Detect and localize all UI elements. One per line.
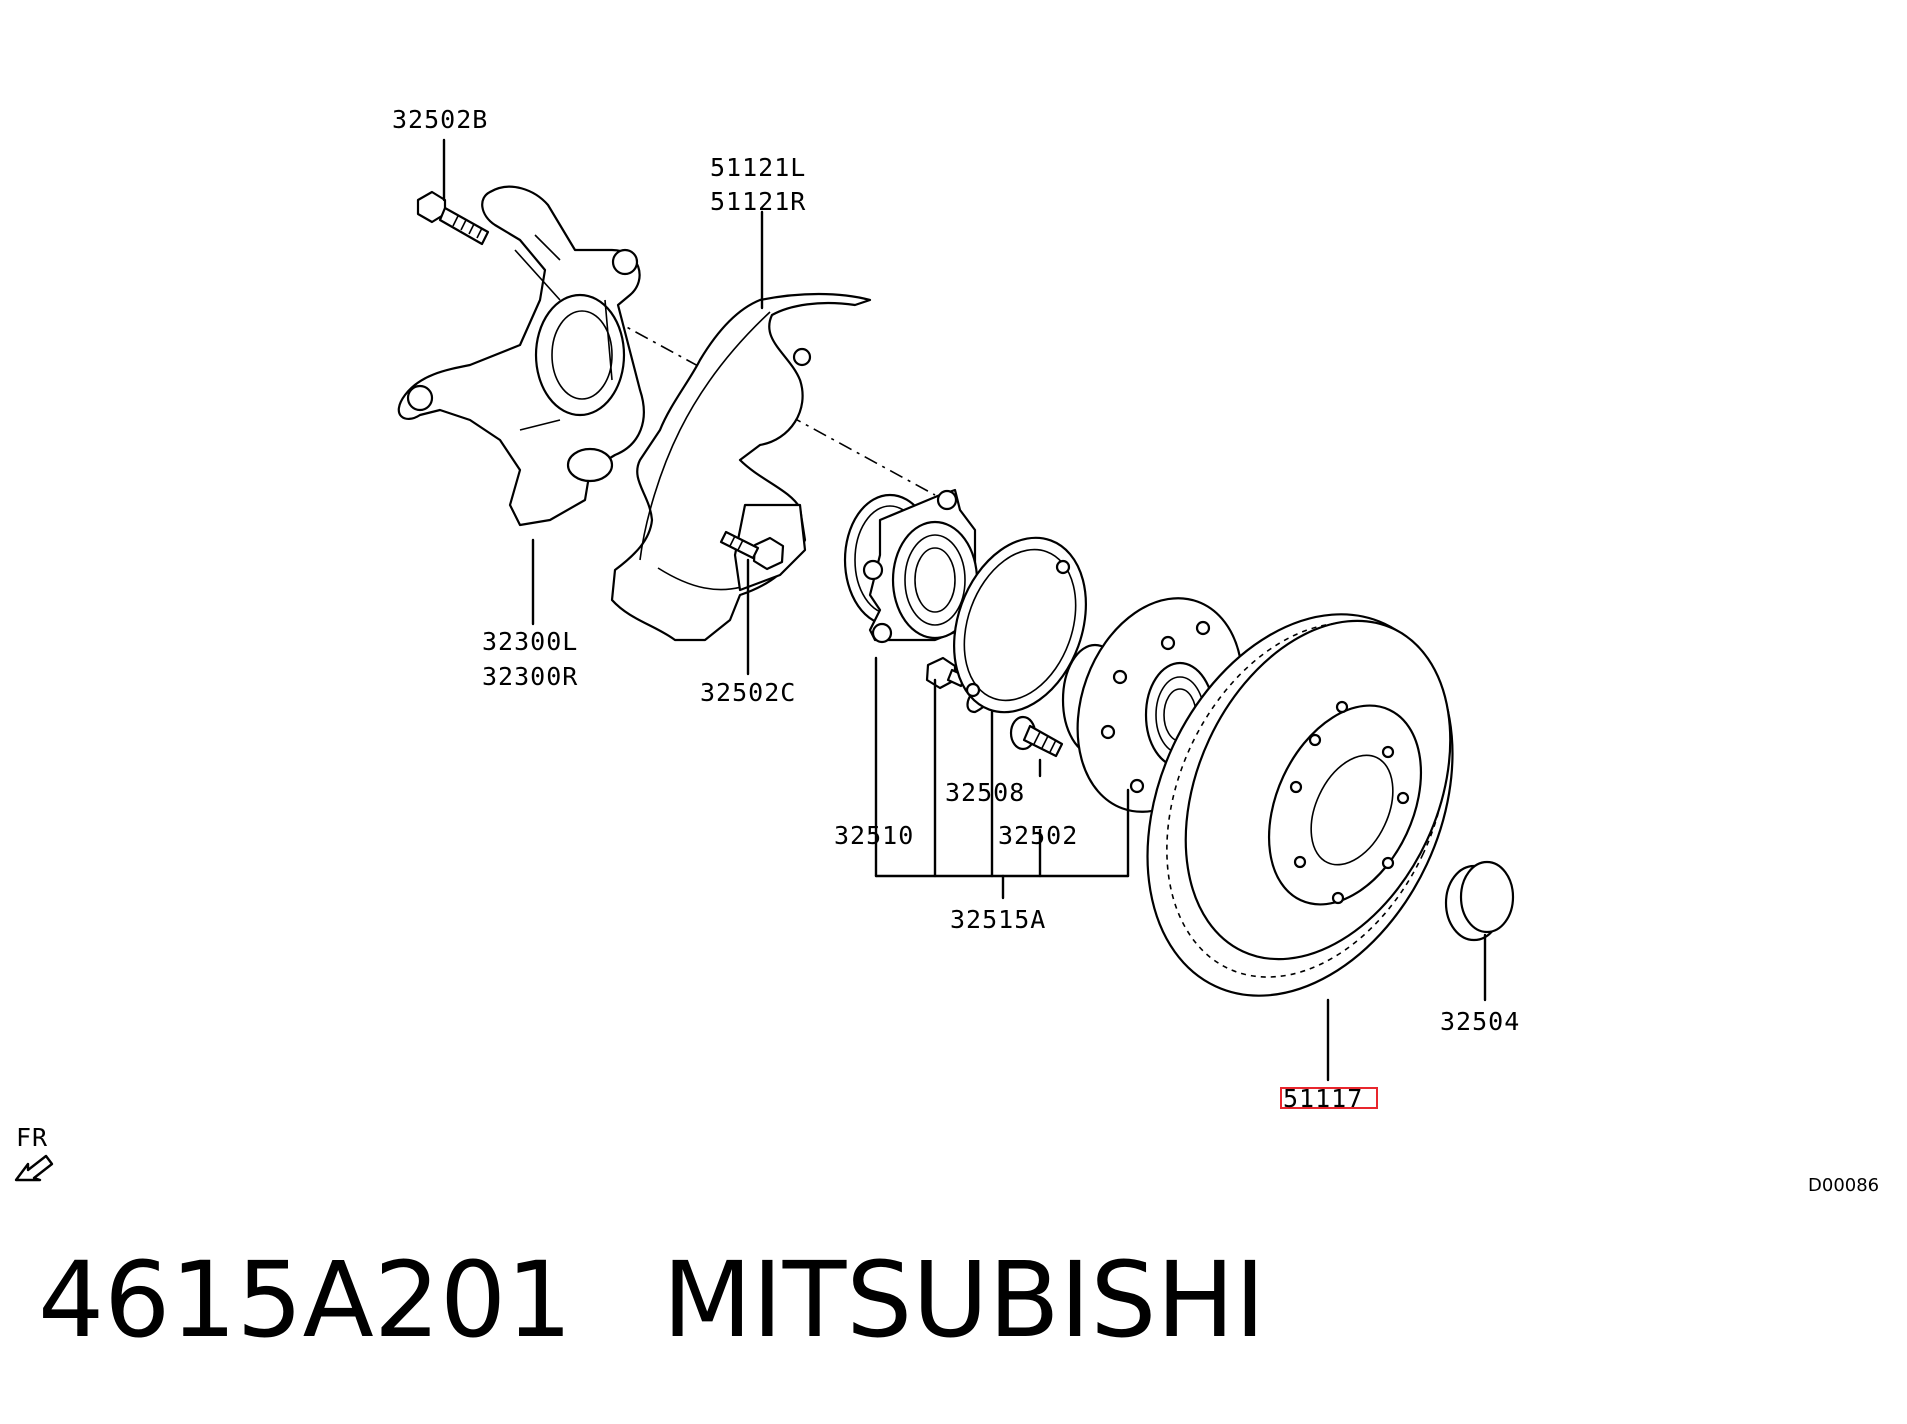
label-32502b: 32502B bbox=[392, 105, 488, 134]
bolt-32502b[interactable] bbox=[416, 190, 490, 246]
brake-disc[interactable] bbox=[1089, 565, 1512, 1046]
label-32508: 32508 bbox=[945, 778, 1025, 807]
stud-bolt[interactable] bbox=[1009, 715, 1064, 758]
diagram-ref-code: D00086 bbox=[1808, 1175, 1879, 1196]
label-32502: 32502 bbox=[998, 821, 1078, 850]
label-32300r: 32300R bbox=[482, 662, 578, 691]
label-32515a: 32515A bbox=[950, 905, 1046, 934]
caption: 4615A201 MITSUBISHI bbox=[38, 1248, 1265, 1358]
hub-bearing[interactable] bbox=[843, 488, 979, 644]
label-51121l: 51121L bbox=[710, 153, 806, 182]
fr-label: FR bbox=[16, 1123, 48, 1152]
hub-cap[interactable] bbox=[1444, 860, 1515, 942]
leader-lines bbox=[442, 138, 1487, 1082]
highlight-box bbox=[1280, 1087, 1378, 1109]
label-51121r: 51121R bbox=[710, 187, 806, 216]
gasket[interactable] bbox=[931, 519, 1109, 731]
label-32502c: 32502C bbox=[700, 678, 796, 707]
part-number: 4615A201 bbox=[38, 1239, 573, 1361]
label-32510: 32510 bbox=[834, 821, 914, 850]
dust-shield[interactable] bbox=[610, 292, 872, 642]
label-32300l: 32300L bbox=[482, 627, 578, 656]
bolt-32502c[interactable] bbox=[719, 530, 785, 571]
fr-arrow-icon bbox=[14, 1154, 54, 1182]
label-32504: 32504 bbox=[1440, 1007, 1520, 1036]
label-51117: 51117 bbox=[1283, 1084, 1363, 1113]
steering-knuckle[interactable] bbox=[397, 185, 645, 527]
brand-name: MITSUBISHI bbox=[662, 1239, 1266, 1361]
